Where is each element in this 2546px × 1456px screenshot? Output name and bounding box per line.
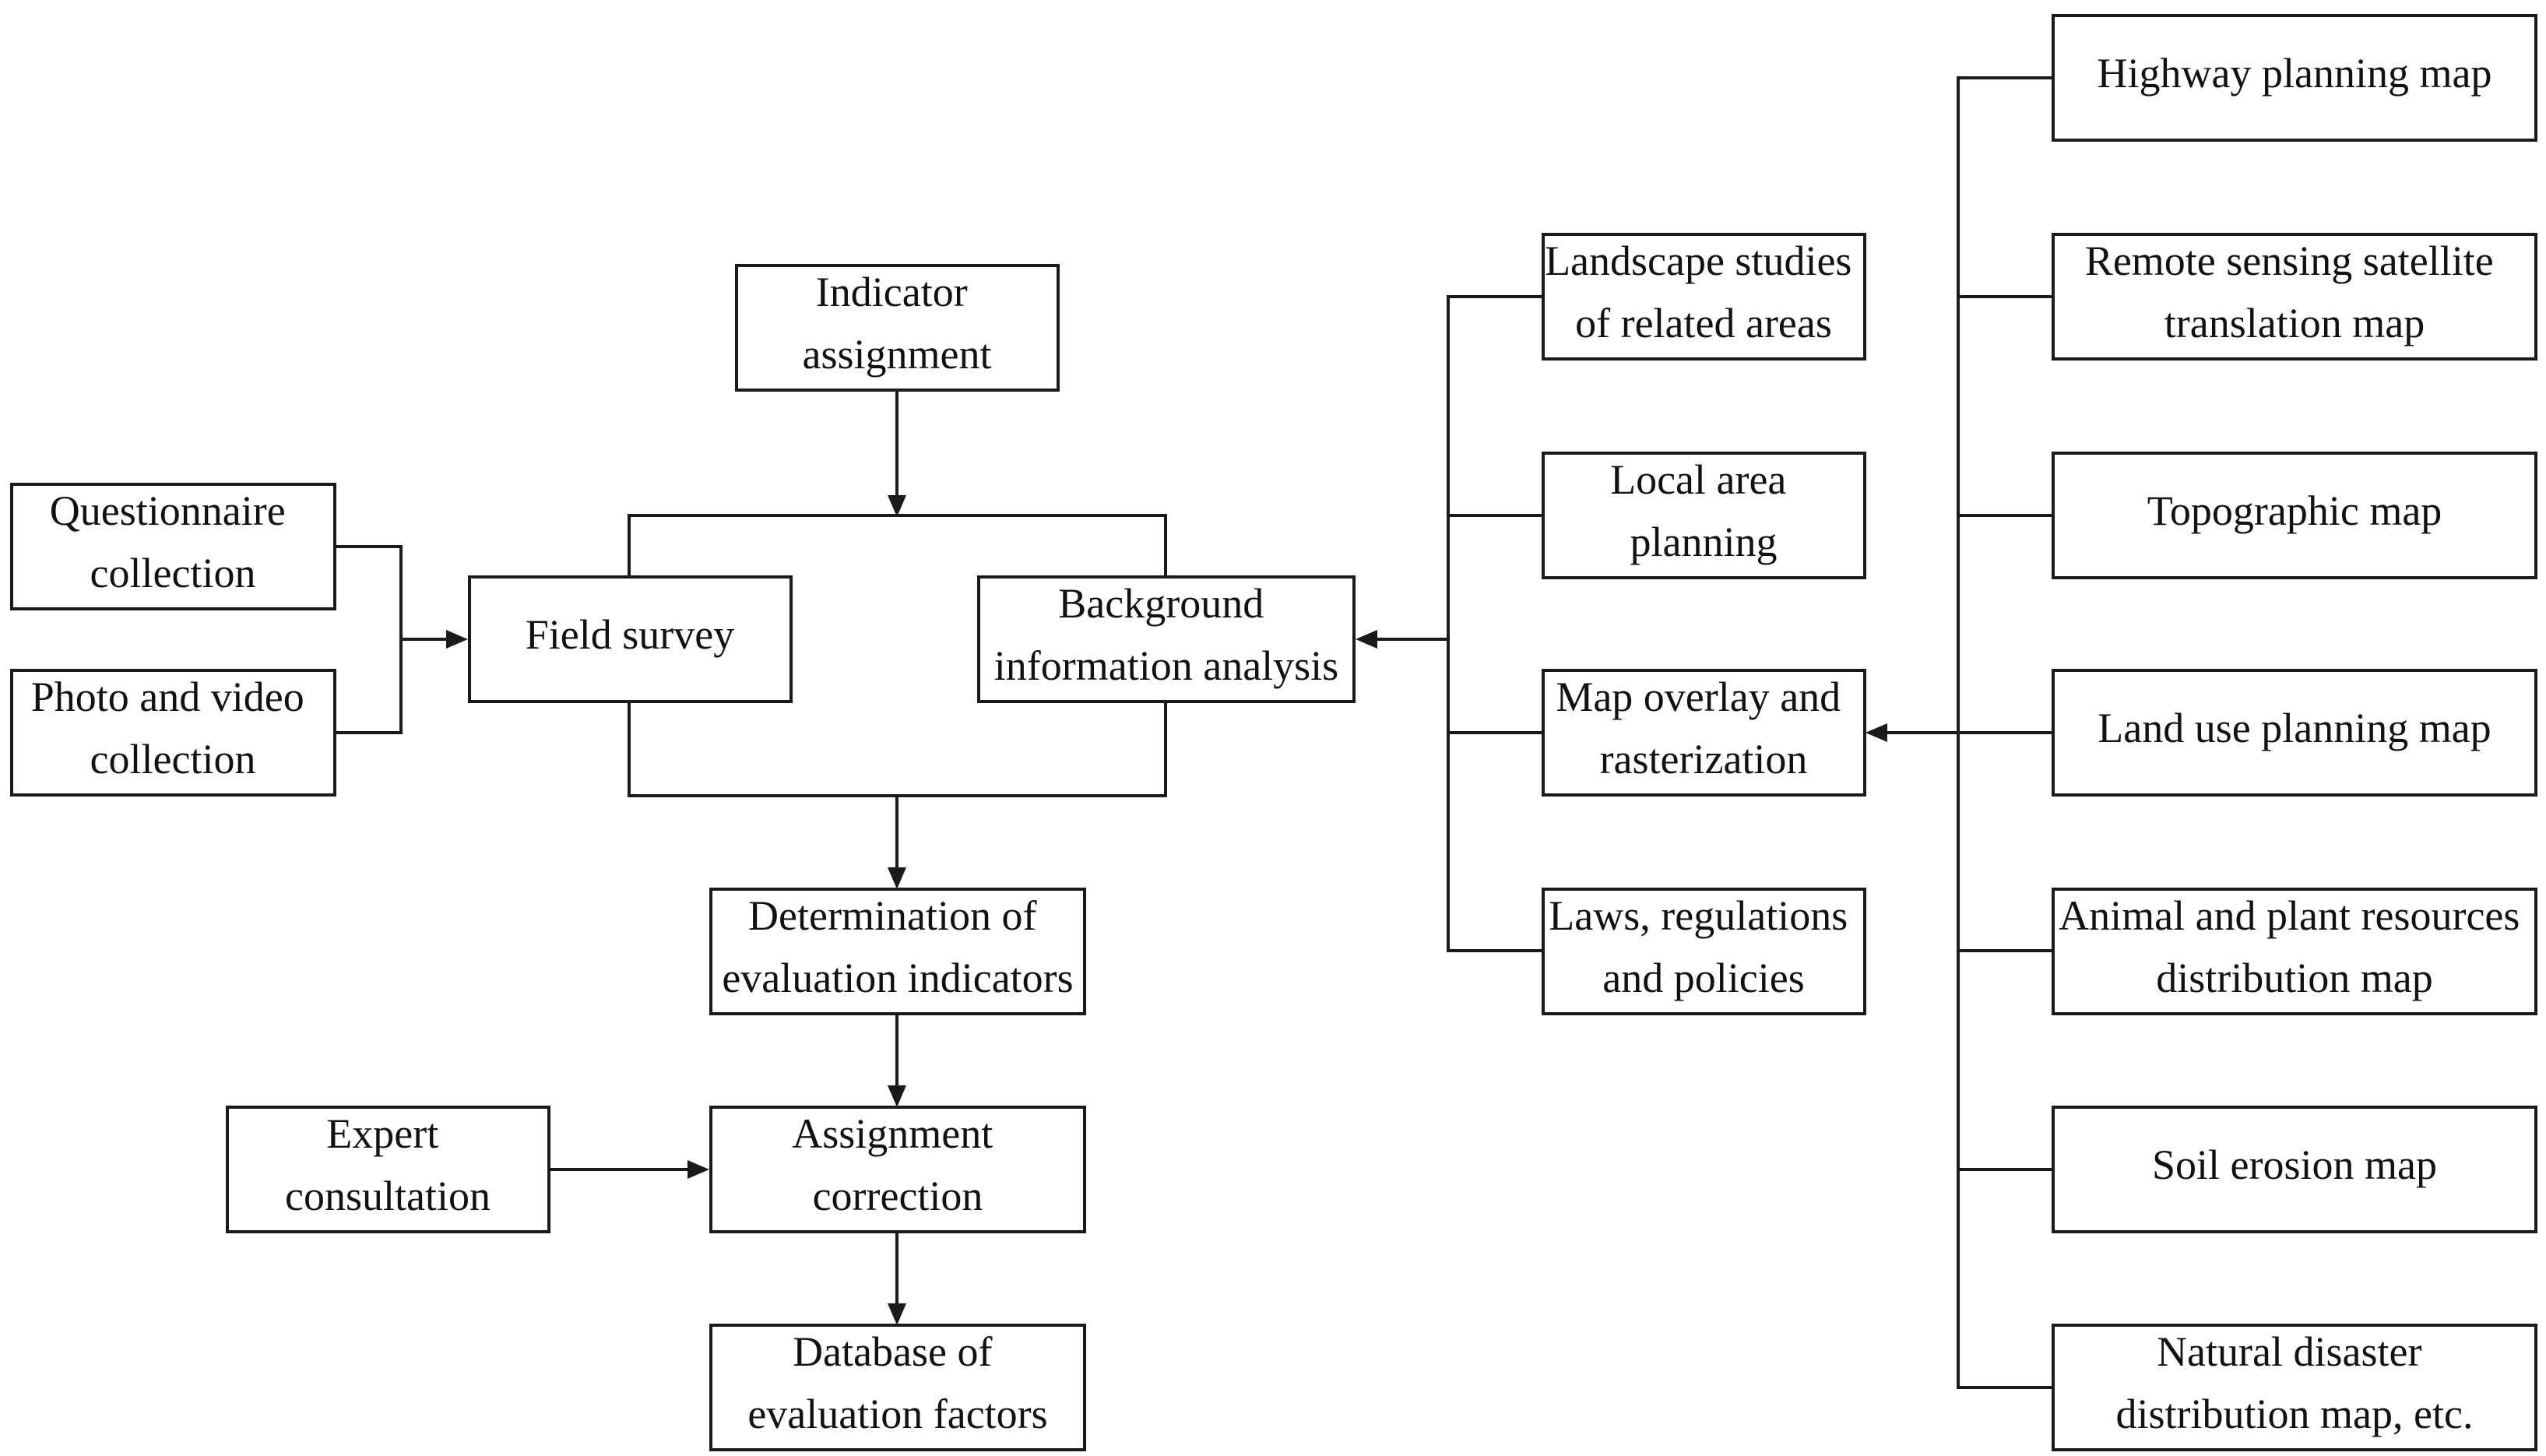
- arrowhead-determination: [888, 867, 906, 889]
- node-indicator-assignment: Indicator assignment: [735, 264, 1060, 392]
- node-natural-disaster-box: [2052, 1324, 2537, 1451]
- node-topographic-label: Topographic map: [2147, 487, 2442, 534]
- node-remote-sensing-box: [2052, 233, 2537, 360]
- node-assignment-correction-label: Assignment correction: [792, 1110, 1004, 1219]
- node-indicator-assignment-box: [735, 264, 1060, 392]
- node-background-information-analysis-box: [977, 575, 1356, 703]
- node-highway-label: Highway planning map: [2098, 50, 2492, 97]
- node-topographic-box: [2052, 452, 2537, 579]
- node-map-overlay-rasterization: Map overlay and rasterization: [1542, 669, 1866, 797]
- connectors: [335, 76, 2052, 1389]
- edge-frame-bottom: [628, 703, 1167, 797]
- node-database-of-evaluation-factors: Database of evaluation factors: [709, 1324, 1086, 1451]
- node-laws-box: [1542, 888, 1866, 1015]
- node-laws-label: Laws, regulations and policies: [1549, 892, 1858, 1001]
- node-determination-label: Determination of evaluation indicators: [722, 892, 1073, 1001]
- node-map-overlay-label: Map overlay and rasterization: [1556, 673, 1851, 783]
- node-database-label: Database of evaluation factors: [747, 1328, 1047, 1437]
- node-animal-plant-box: [2052, 888, 2537, 1015]
- node-land-use-label: Land use planning map: [2098, 705, 2491, 751]
- node-local-area-planning-label: Local area planning: [1610, 456, 1797, 565]
- node-soil-erosion-map: Soil erosion map: [2052, 1106, 2537, 1233]
- arrowhead-overlay: [1866, 723, 1887, 742]
- node-background-information-analysis: Background information analysis: [977, 575, 1356, 703]
- node-landscape-studies: Landscape studies of related areas: [1542, 233, 1866, 360]
- node-soil-erosion-label: Soil erosion map: [2152, 1141, 2437, 1188]
- node-field-survey: Field survey: [468, 575, 793, 703]
- node-assignment-correction-box: [709, 1106, 1086, 1233]
- node-highway-box: [2052, 14, 2537, 142]
- node-field-survey-box: [468, 575, 793, 703]
- node-natural-disaster-map: Natural disaster distribution map, etc.: [2052, 1324, 2537, 1451]
- node-topographic-map: Topographic map: [2052, 452, 2537, 579]
- node-landscape-studies-label: Landscape studies of related areas: [1545, 237, 1862, 346]
- arrowhead-database: [888, 1303, 906, 1325]
- node-map-overlay-box: [1542, 669, 1866, 797]
- node-questionnaire-collection-label: Questionnaire collection: [50, 487, 296, 596]
- node-laws-regulations-policies: Laws, regulations and policies: [1542, 888, 1866, 1015]
- node-remote-sensing-label: Remote sensing satellite translation map: [2085, 237, 2504, 346]
- node-land-use-planning-map: Land use planning map: [2052, 669, 2537, 797]
- node-expert-consultation-label: Expert consultation: [285, 1110, 491, 1219]
- edge-questionnaire-bracket: [335, 545, 403, 734]
- node-questionnaire-collection: Questionnaire collection: [10, 483, 336, 610]
- node-land-use-box: [2052, 669, 2537, 797]
- node-indicator-assignment-label: Indicator assignment: [803, 269, 992, 378]
- node-expert-consultation: Expert consultation: [226, 1106, 550, 1233]
- node-local-area-planning: Local area planning: [1542, 452, 1866, 579]
- arrowhead-correction: [888, 1085, 906, 1107]
- node-expert-consultation-box: [226, 1106, 550, 1233]
- edge-frame-top: [628, 514, 1167, 576]
- arrowhead-field: [446, 630, 468, 649]
- node-landscape-studies-box: [1542, 233, 1866, 360]
- node-photo-video-collection: Photo and video collection: [10, 669, 336, 797]
- node-animal-plant-label: Animal and plant resources distribution …: [2059, 892, 2530, 1001]
- node-assignment-correction: Assignment correction: [709, 1106, 1086, 1233]
- node-questionnaire-collection-box: [10, 483, 336, 610]
- node-determination-box: [709, 888, 1086, 1015]
- node-soil-erosion-box: [2052, 1106, 2537, 1233]
- node-remote-sensing-map: Remote sensing satellite translation map: [2052, 233, 2537, 360]
- node-database-box: [709, 1324, 1086, 1451]
- node-photo-video-collection-label: Photo and video collection: [31, 673, 315, 783]
- edge-middle-bracket: [1447, 295, 1542, 952]
- node-determination-of-evaluation-indicators: Determination of evaluation indicators: [709, 888, 1086, 1015]
- arrowhead-expert: [687, 1160, 709, 1179]
- node-photo-video-collection-box: [10, 669, 336, 797]
- arrowhead-indicator: [888, 495, 906, 517]
- node-local-area-planning-box: [1542, 452, 1866, 579]
- node-background-information-analysis-label: Background information analysis: [994, 580, 1338, 689]
- node-natural-disaster-label: Natural disaster distribution map, etc.: [2116, 1328, 2474, 1437]
- arrowhead-background: [1356, 630, 1377, 649]
- node-animal-plant-resources-map: Animal and plant resources distribution …: [2052, 888, 2537, 1015]
- node-field-survey-label: Field survey: [526, 611, 734, 658]
- node-highway-planning-map: Highway planning map: [2052, 14, 2537, 142]
